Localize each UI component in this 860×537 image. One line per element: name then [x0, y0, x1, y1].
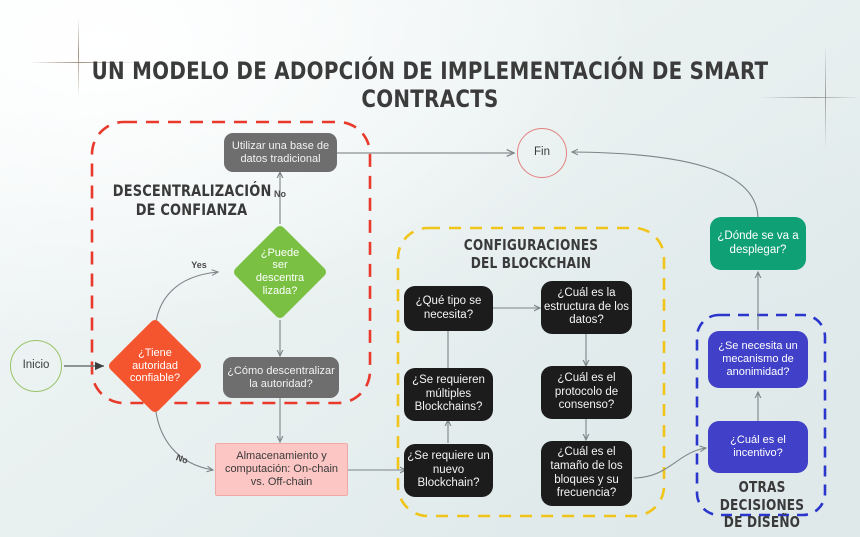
- node-trusted-authority-label: ¿Tiene autoridad confiable?: [129, 346, 181, 385]
- edge-label-text: No: [274, 188, 286, 199]
- node-consensus-protocol[interactable]: ¿Cuál es el protocolo de consenso?: [541, 366, 632, 419]
- node-data-structure-label: ¿Cuál es la estructura de los datos?: [543, 287, 629, 327]
- edge-label-can-decentralize-no: No: [266, 187, 294, 201]
- node-can-decentralize[interactable]: ¿Puede ser descentra lizada?: [231, 223, 329, 321]
- node-new-blockchain[interactable]: ¿Se requiere un nuevo Blockchain?: [404, 444, 493, 497]
- node-traditional-db[interactable]: Utilizar una base de datos tradicional: [224, 133, 337, 172]
- node-end[interactable]: Fin: [517, 128, 567, 178]
- node-new-blockchain-label: ¿Se requiere un nuevo Blockchain?: [407, 450, 490, 490]
- node-what-type-label: ¿Qué tipo se necesita?: [415, 294, 482, 321]
- crosshair-vertical: [825, 45, 826, 150]
- node-can-decentralize-label: ¿Puede ser descentra lizada?: [255, 246, 305, 297]
- node-block-size[interactable]: ¿Cuál es el tamaño de los bloques y su f…: [541, 441, 632, 506]
- section-title-design: OTRAS DECISIONES DE DISEÑO: [719, 478, 805, 532]
- crosshair-horizontal: [30, 62, 140, 63]
- crosshair-horizontal: [760, 97, 860, 98]
- node-incentive-label: ¿Cuál es el incentivo?: [730, 434, 786, 459]
- node-block-size-label: ¿Cuál es el tamaño de los bloques y su f…: [550, 446, 623, 500]
- crosshair-vertical: [78, 18, 79, 98]
- edge-label-text: No: [174, 451, 190, 466]
- section-title-trust: DESCENTRALIZACIÓN DE CONFIANZA: [112, 181, 272, 219]
- node-start[interactable]: Inicio: [10, 340, 62, 392]
- node-where-deploy[interactable]: ¿Dónde se va a desplegar?: [710, 217, 806, 270]
- node-what-type[interactable]: ¿Qué tipo se necesita?: [404, 286, 493, 331]
- node-where-deploy-label: ¿Dónde se va a desplegar?: [717, 229, 799, 256]
- node-anonymity-label: ¿Se necesita un mecanismo de anonimidad?: [718, 340, 798, 378]
- node-anonymity[interactable]: ¿Se necesita un mecanismo de anonimidad?: [708, 331, 808, 388]
- section-title-blockchain: CONFIGURACIONES DEL BLOCKCHAIN: [463, 236, 599, 272]
- node-multiple-blockchains[interactable]: ¿Se requieren múltiples Blockchains?: [404, 368, 493, 421]
- node-how-decentralize[interactable]: ¿Cómo descentralizar la autoridad?: [223, 357, 339, 398]
- node-trusted-authority[interactable]: ¿Tiene autoridad confiable?: [106, 317, 204, 415]
- node-end-label: Fin: [534, 146, 550, 159]
- node-storage-compute-label: Almacenamiento y computación: On-chain v…: [224, 450, 339, 488]
- decorative-crosshair-left: [30, 18, 140, 98]
- edge-label-text: Yes: [191, 259, 207, 270]
- node-storage-compute[interactable]: Almacenamiento y computación: On-chain v…: [215, 443, 348, 496]
- node-how-decentralize-label: ¿Cómo descentralizar la autoridad?: [227, 364, 335, 390]
- edge-label-trusted-authority-yes: Yes: [185, 258, 213, 272]
- node-data-structure[interactable]: ¿Cuál es la estructura de los datos?: [541, 281, 632, 334]
- decorative-crosshair-right: [760, 45, 860, 150]
- node-start-label: Inicio: [22, 359, 50, 372]
- edge-label-trusted-authority-no: No: [166, 448, 197, 471]
- node-multiple-blockchains-label: ¿Se requieren múltiples Blockchains?: [412, 374, 485, 414]
- node-incentive[interactable]: ¿Cuál es el incentivo?: [708, 421, 808, 473]
- page-title: UN MODELO DE ADOPCIÓN DE IMPLEMENTACIÓN …: [91, 57, 769, 113]
- node-consensus-protocol-label: ¿Cuál es el protocolo de consenso?: [554, 372, 619, 412]
- node-traditional-db-label: Utilizar una base de datos tradicional: [231, 139, 330, 165]
